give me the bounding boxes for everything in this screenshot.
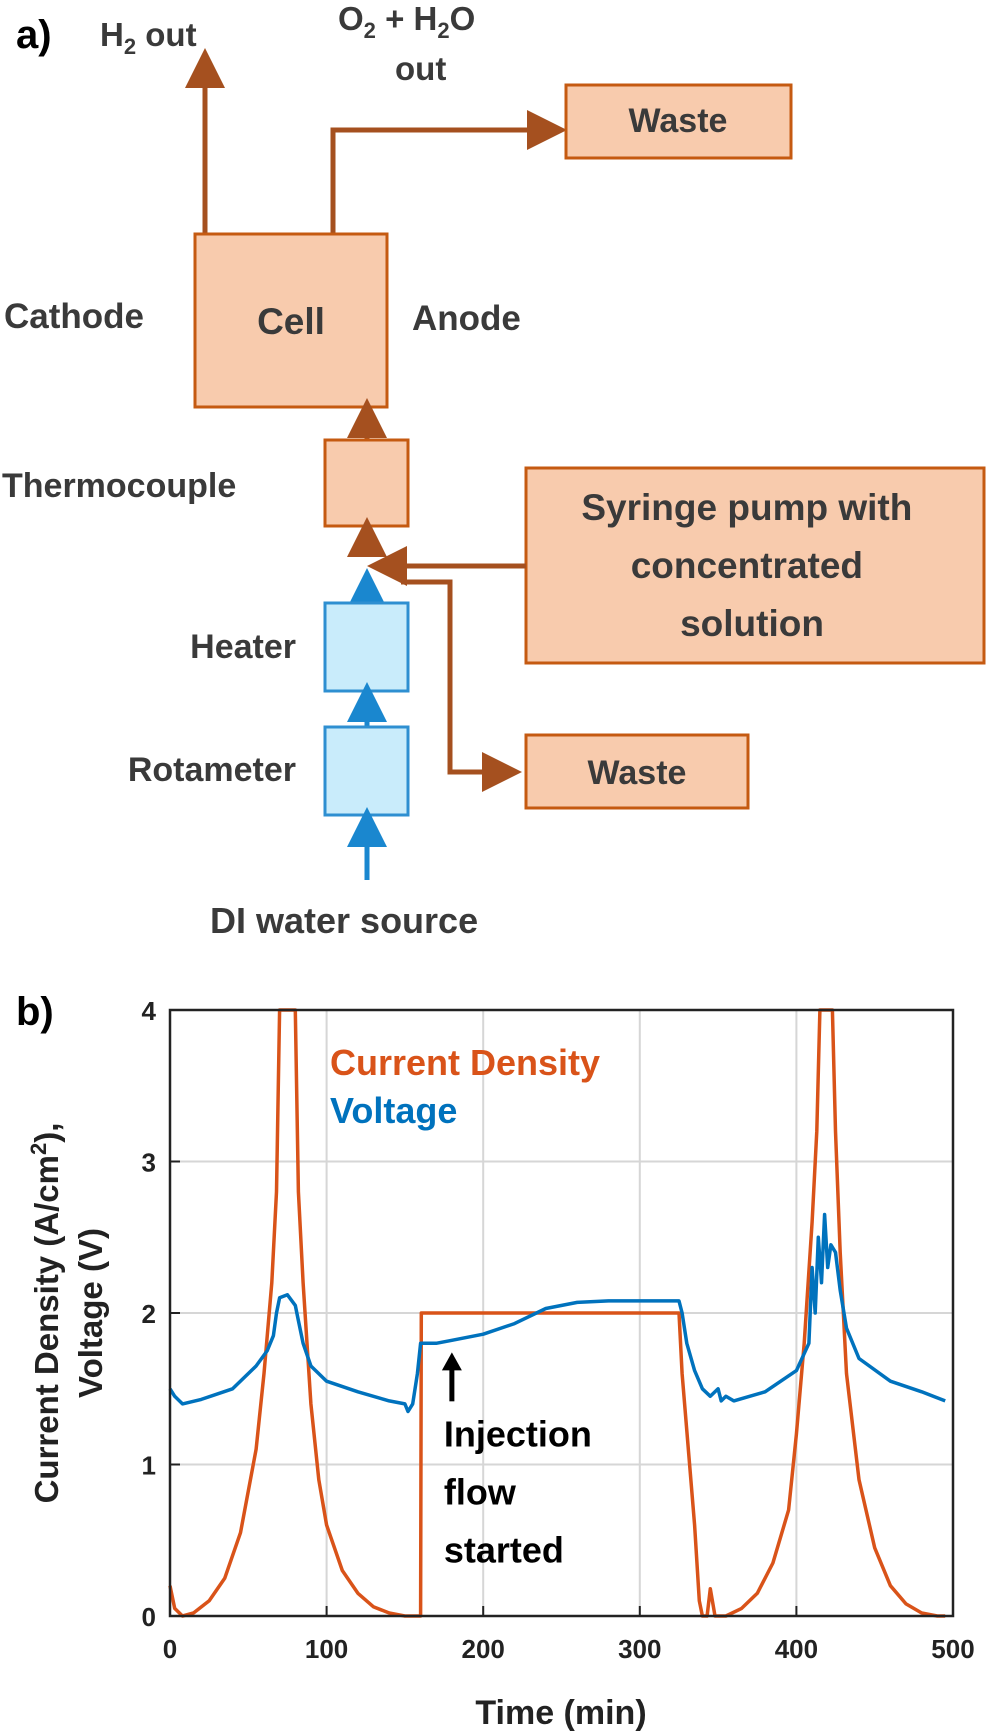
drain-waste-arrow [401, 579, 522, 792]
rotameter-box [323, 725, 410, 817]
injection-annotation-line: flow [444, 1471, 517, 1512]
injection-annotation-line: started [444, 1529, 564, 1570]
waste-top-label: Waste [629, 102, 728, 140]
y-axis-label-line2: Voltage (V) [72, 1228, 109, 1398]
chart-ticks: 0 100 200 300 400 500 0 1 2 3 4 [142, 996, 975, 1664]
syringe-pump-box [524, 466, 986, 665]
waste-bottom-label: Waste [588, 754, 687, 792]
thermocouple-label: Thermocouple [2, 467, 236, 505]
x-tick-label: 400 [775, 1634, 818, 1664]
heater-box [323, 601, 410, 693]
cathode-label: Cathode [4, 297, 144, 336]
rotameter-label: Rotameter [128, 751, 296, 789]
injection-arrow-head [441, 1352, 462, 1371]
waste-box-bottom [524, 733, 750, 810]
panel-label-b: b) [16, 990, 54, 1034]
y-tick-label: 3 [142, 1148, 156, 1178]
cell-box [193, 232, 389, 409]
waste-box-top [564, 83, 793, 160]
h2-out-label: H2 out [100, 16, 197, 59]
y-tick-label: 2 [142, 1299, 156, 1329]
x-tick-label: 200 [462, 1634, 505, 1664]
legend-voltage: Voltage [330, 1090, 457, 1131]
x-tick-label: 100 [305, 1634, 348, 1664]
x-tick-label: 300 [618, 1634, 661, 1664]
x-tick-label: 0 [163, 1634, 177, 1664]
flow-diagram: a) H2 out O2 + H2O out Waste Cell Cathod… [2, 0, 986, 880]
x-tick-label: 500 [931, 1634, 974, 1664]
syringe-pump-label: Syringe pump with concentrated solution [581, 487, 922, 644]
voltage-line [168, 1212, 946, 1414]
legend-current-density: Current Density [330, 1042, 600, 1083]
o2-out-label-line2: out [395, 50, 446, 87]
y-tick-label: 0 [142, 1602, 156, 1632]
y-axis-label-line1: Current Density (A/cm2), [26, 1123, 65, 1504]
heater-label: Heater [190, 628, 296, 666]
anode-label: Anode [412, 299, 521, 338]
x-axis-label: Time (min) [475, 1694, 646, 1732]
injection-annotation-line: Injection [444, 1413, 592, 1454]
thermocouple-box [323, 438, 410, 528]
cell-label: Cell [257, 301, 325, 342]
y-tick-label: 1 [142, 1451, 156, 1481]
injection-annotation: Injection flow started [441, 1352, 592, 1570]
panel-label-a: a) [16, 13, 52, 57]
anode-waste-arrow [330, 110, 567, 234]
plot-frame [168, 1008, 955, 1618]
o2-h2o-out-label: O2 + H2O [338, 0, 475, 43]
y-tick-label: 4 [142, 996, 157, 1026]
